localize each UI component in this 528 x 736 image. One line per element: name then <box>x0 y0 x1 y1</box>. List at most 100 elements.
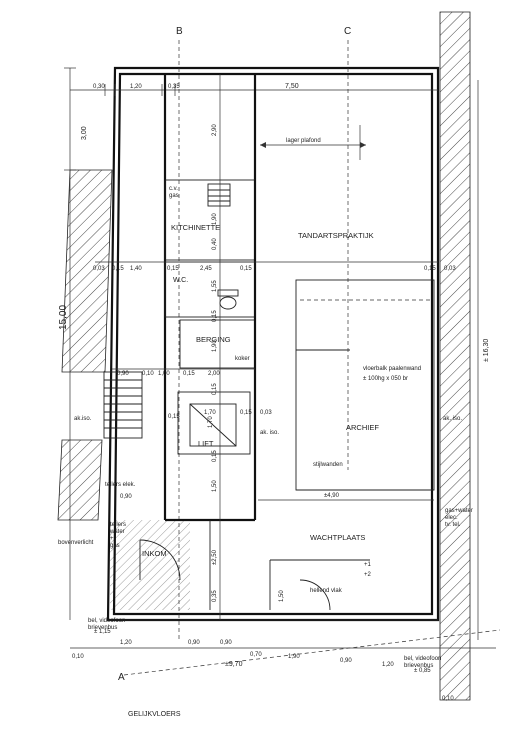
svg-text:0,15: 0,15 <box>212 310 218 322</box>
toilet-fixture <box>217 289 239 310</box>
svg-text:ARCHIEF: ARCHIEF <box>346 423 379 432</box>
svg-text:0,03: 0,03 <box>444 266 456 272</box>
svg-text:tellers elek.: tellers elek. <box>105 482 136 488</box>
svg-text:1,20: 1,20 <box>382 662 394 668</box>
svg-text:LIFT: LIFT <box>198 439 214 448</box>
courtyard-hatch <box>110 520 190 610</box>
svg-text:stijlwanden: stijlwanden <box>313 462 343 468</box>
left-dimension-line: 3,00 15,00 <box>58 67 88 620</box>
svg-text:1,55: 1,55 <box>212 280 218 292</box>
core-vertical-dimensions: 2,90 1,90 0,40 1,55 0,15 1,90 0,15 1,70 … <box>208 74 285 620</box>
svg-text:± 16,30: ± 16,30 <box>483 339 490 362</box>
svg-text:0,15: 0,15 <box>183 371 195 377</box>
svg-text:0,90: 0,90 <box>120 494 132 500</box>
axis-b: B <box>176 26 183 640</box>
svg-text:1,20: 1,20 <box>120 640 132 646</box>
svg-text:3,00: 3,00 <box>81 126 88 140</box>
dimension-row-2: 0,90 0,10 1,00 0,15 2,00 <box>112 368 255 377</box>
service-core-walls <box>163 74 257 610</box>
main-staircase <box>103 371 143 439</box>
svg-text:0,15: 0,15 <box>240 266 252 272</box>
svg-text:0,10: 0,10 <box>72 654 84 660</box>
svg-text:ak. iso.: ak. iso. <box>260 430 279 436</box>
svg-text:0,90: 0,90 <box>340 658 352 664</box>
svg-text:1,70: 1,70 <box>208 416 214 428</box>
svg-text:±4,90: ±4,90 <box>324 493 340 499</box>
svg-text:0,15: 0,15 <box>112 266 124 272</box>
svg-text:koker: koker <box>235 356 250 362</box>
lift-shaft <box>189 403 237 447</box>
svg-text:1,90: 1,90 <box>212 213 218 225</box>
svg-text:0,15: 0,15 <box>424 266 436 272</box>
svg-text:0,15: 0,15 <box>212 450 218 462</box>
svg-text:0,35: 0,35 <box>212 590 218 602</box>
svg-text:0,15: 0,15 <box>240 410 252 416</box>
svg-text:±2,50: ±2,50 <box>212 549 218 565</box>
svg-text:lager plafond: lager plafond <box>286 138 321 144</box>
svg-text:2,45: 2,45 <box>200 266 212 272</box>
svg-text:0,40: 0,40 <box>212 238 218 250</box>
svg-text:INKOM: INKOM <box>142 549 167 558</box>
right-dimension-line: ± 16,30 <box>477 80 490 640</box>
svg-text:vloerbalk paalenwand: vloerbalk paalenwand <box>363 366 421 372</box>
svg-text:+1: +1 <box>364 562 372 568</box>
svg-text:c.v.gas: c.v.gas <box>169 186 179 199</box>
archive-room <box>295 279 435 491</box>
svg-text:0,90: 0,90 <box>117 371 129 377</box>
svg-text:hellend vlak: hellend vlak <box>310 588 343 594</box>
bottom-dimension-line: 0,10 ± 1,15 1,20 0,90 0,90 0,70 1,90 0,9… <box>70 629 496 702</box>
svg-text:0,15: 0,15 <box>167 266 179 272</box>
mid-dimensions: 0,90 ±4,90 <box>120 493 434 501</box>
svg-text:± 1,15: ± 1,15 <box>94 629 111 635</box>
svg-text:BERGING: BERGING <box>196 335 231 344</box>
svg-text:1,40: 1,40 <box>130 266 142 272</box>
lowered-ceiling-marker: lager plafond <box>260 125 366 160</box>
svg-text:1,90: 1,90 <box>288 654 300 660</box>
svg-text:0,70: 0,70 <box>250 652 262 658</box>
svg-text:0,03: 0,03 <box>260 410 272 416</box>
svg-text:+2: +2 <box>364 572 372 578</box>
svg-text:bovenverlicht: bovenverlicht <box>58 540 94 546</box>
dimension-row-1: 0,03 0,15 1,40 0,15 2,45 0,15 0,15 0,03 <box>93 261 456 272</box>
svg-text:1,50: 1,50 <box>279 590 285 602</box>
svg-text:1,50: 1,50 <box>212 480 218 492</box>
svg-text:1,70: 1,70 <box>204 410 216 416</box>
svg-text:0,90: 0,90 <box>220 640 232 646</box>
svg-text:0,03: 0,03 <box>93 266 105 272</box>
svg-text:TANDARTSPRAKTIJK: TANDARTSPRAKTIJK <box>298 231 374 240</box>
floor-name: GELIJKVLOERS <box>128 711 181 718</box>
svg-text:C: C <box>344 26 351 37</box>
room-labels: c.v.gas KITCHINETTE TANDARTSPRAKTIJK W.C… <box>142 186 379 558</box>
svg-text:± 100hg x 050 br: ± 100hg x 050 br <box>363 376 408 382</box>
neighbour-wall-left <box>57 169 113 521</box>
kitchen-stair <box>207 183 231 207</box>
axis-a: A <box>118 629 501 683</box>
svg-text:0,15: 0,15 <box>168 414 180 420</box>
svg-text:0,30: 0,30 <box>93 84 105 90</box>
svg-text:0,15: 0,15 <box>212 383 218 395</box>
svg-text:1,00: 1,00 <box>158 371 170 377</box>
svg-text:A: A <box>118 672 125 683</box>
svg-text:7,50: 7,50 <box>285 83 299 90</box>
svg-text:0,35: 0,35 <box>168 84 180 90</box>
svg-text:± 0,85: ± 0,85 <box>414 668 431 674</box>
neighbour-wall-right <box>439 11 471 701</box>
axis-c: C <box>344 26 351 470</box>
svg-text:2,90: 2,90 <box>212 124 218 136</box>
svg-text:ak.iso.: ak.iso. <box>74 416 92 422</box>
lift-dimensions: 0,15 1,70 0,15 0,03 <box>168 410 272 420</box>
svg-text:2,00: 2,00 <box>208 371 220 377</box>
svg-text:15,00: 15,00 <box>58 305 69 330</box>
svg-text:1,20: 1,20 <box>130 84 142 90</box>
entrance-doors <box>139 539 370 611</box>
outer-walls <box>106 66 440 622</box>
annotations: vloerbalk paalenwand ± 100hg x 050 br st… <box>58 366 473 594</box>
svg-text:0,90: 0,90 <box>188 640 200 646</box>
svg-text:ak. iso.: ak. iso. <box>443 416 462 422</box>
